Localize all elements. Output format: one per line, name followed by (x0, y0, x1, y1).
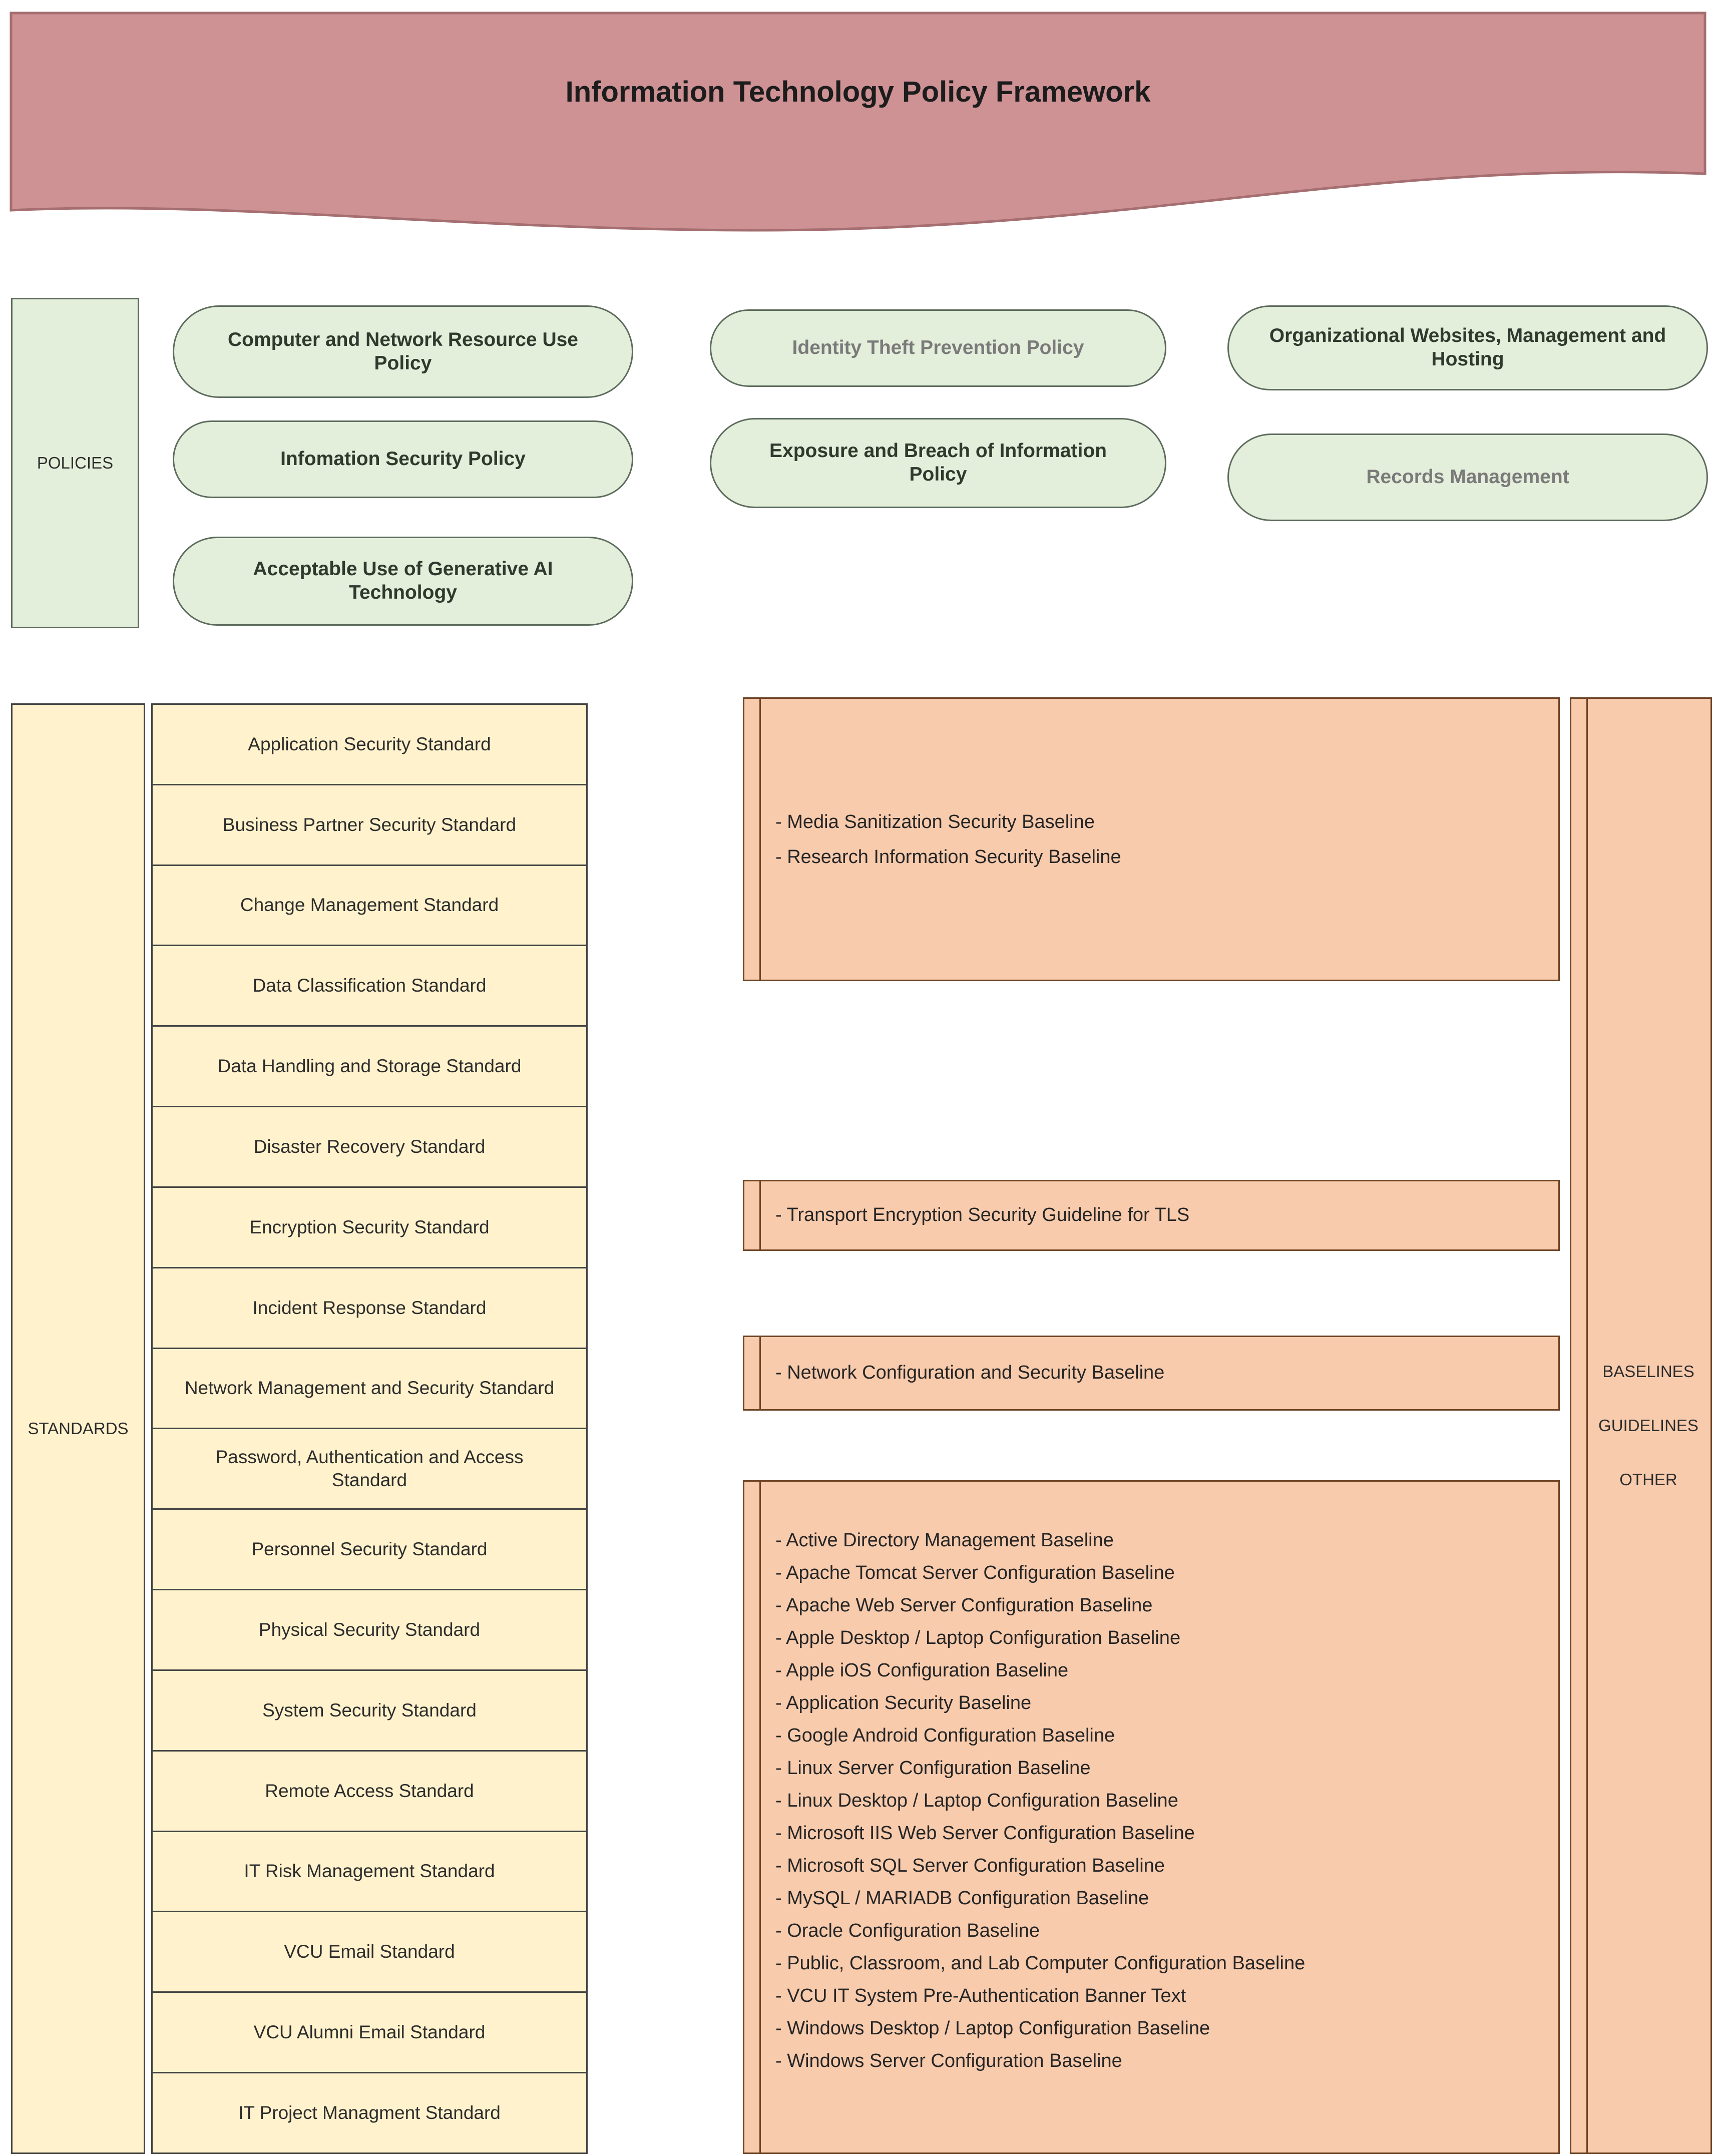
list-line: - Linux Desktop / Laptop Configuration B… (775, 1790, 1178, 1811)
baseline-box-network-config: - Network Configuration and Security Bas… (743, 1336, 1560, 1411)
standards-cell-label: Password, Authentication and Access Stan… (215, 1447, 524, 1491)
policies-label: POLICIES (37, 454, 114, 472)
list-line: - Active Directory Management Baseline (775, 1530, 1114, 1551)
standards-cell: Incident Response Standard (153, 1268, 586, 1349)
baseline-box-media-research: - Media Sanitization Security Baseline - … (743, 697, 1560, 981)
list-line: - Apple iOS Configuration Baseline (775, 1660, 1069, 1681)
standards-cell-label: Network Management and Security Standard (184, 1378, 555, 1399)
policy-pill-records-management: Records Management (1227, 434, 1708, 521)
baseline-lines: - Network Configuration and Security Bas… (775, 1337, 1546, 1409)
standards-cell-label: Application Security Standard (248, 733, 491, 754)
standards-cell-label: Business Partner Security Standard (222, 814, 517, 835)
policy-pill-label: Infomation Security Policy (280, 448, 526, 470)
list-line: - MySQL / MARIADB Configuration Baseline (775, 1888, 1149, 1909)
policy-pill-computer-network-resource-use: Computer and Network Resource Use Policy (173, 305, 633, 398)
policy-pill-exposure-breach: Exposure and Breach of Information Polic… (710, 418, 1166, 508)
standards-cell-label: Incident Response Standard (252, 1297, 487, 1318)
standards-cell-label: System Security Standard (262, 1699, 477, 1720)
list-line: - Transport Encryption Security Guidelin… (775, 1204, 1190, 1226)
list-line: - Linux Server Configuration Baseline (775, 1758, 1091, 1779)
list-line: OTHER (1619, 1470, 1677, 1489)
standards-cell: Password, Authentication and Access Stan… (153, 1429, 586, 1510)
standards-cell: VCU Email Standard (153, 1912, 586, 1993)
list-line: - Apache Web Server Configuration Baseli… (775, 1595, 1153, 1616)
standards-cell: Network Management and Security Standard (153, 1349, 586, 1430)
standards-cell: Personnel Security Standard (153, 1510, 586, 1591)
standards-cell-label: IT Risk Management Standard (244, 1861, 495, 1882)
standards-cell-label: Data Classification Standard (252, 975, 487, 996)
list-line: - Research Information Security Baseline (775, 846, 1121, 868)
list-line: - Windows Desktop / Laptop Configuration… (775, 2018, 1210, 2039)
list-line: - Media Sanitization Security Baseline (775, 811, 1095, 832)
standards-cell: Application Security Standard (153, 705, 586, 785)
list-line: - Oracle Configuration Baseline (775, 1920, 1040, 1941)
header-wave-shape (10, 12, 1706, 232)
left-strip (744, 1337, 761, 1409)
list-line: - Apple Desktop / Laptop Configuration B… (775, 1627, 1181, 1648)
standards-cell: VCU Alumni Email Standard (153, 1993, 586, 2074)
baseline-lines: - Active Directory Management Baseline - … (775, 1524, 1546, 2077)
standards-cell-label: Change Management Standard (240, 895, 499, 916)
standards-label-box: STANDARDS (11, 703, 145, 2154)
standards-cell-label: Data Handling and Storage Standard (217, 1056, 522, 1077)
list-line: - Windows Server Configuration Baseline (775, 2050, 1122, 2071)
standards-cell: Remote Access Standard (153, 1752, 586, 1832)
legend-box: BASELINES GUIDELINES OTHER (1570, 697, 1712, 2154)
list-line: - Network Configuration and Security Bas… (775, 1362, 1165, 1384)
left-strip (744, 1482, 761, 2152)
standards-cell: Data Classification Standard (153, 946, 586, 1027)
standards-label: STANDARDS (28, 1419, 129, 1438)
list-line: - Application Security Baseline (775, 1692, 1032, 1713)
standards-cell-label: Personnel Security Standard (251, 1539, 488, 1560)
policies-label-box: POLICIES (11, 298, 139, 628)
policy-pill-identity-theft-prevention: Identity Theft Prevention Policy (710, 309, 1166, 387)
left-strip (744, 1181, 761, 1249)
standards-cell: Encryption Security Standard (153, 1188, 586, 1268)
left-strip (1571, 699, 1588, 2152)
baseline-lines: - Media Sanitization Security Baseline - … (775, 699, 1546, 980)
policy-pill-information-security: Infomation Security Policy (173, 420, 633, 498)
standards-cell-label: Encryption Security Standard (249, 1216, 490, 1237)
standards-cell-label: Physical Security Standard (258, 1619, 481, 1640)
baseline-box-configuration-baselines: - Active Directory Management Baseline - … (743, 1480, 1560, 2154)
list-line: BASELINES (1602, 1362, 1694, 1381)
policy-pill-label: Records Management (1366, 466, 1569, 488)
baseline-box-tls-guideline: - Transport Encryption Security Guidelin… (743, 1180, 1560, 1251)
list-line: - Microsoft SQL Server Configuration Bas… (775, 1855, 1165, 1876)
standards-cell: Business Partner Security Standard (153, 785, 586, 866)
standards-cell: Change Management Standard (153, 866, 586, 947)
list-line: - Microsoft IIS Web Server Configuration… (775, 1823, 1195, 1844)
standards-cell: Physical Security Standard (153, 1590, 586, 1671)
policy-pill-label: Computer and Network Resource Use Policy (227, 328, 578, 374)
standards-list: Application Security Standard Business P… (151, 703, 588, 2154)
list-line: GUIDELINES (1598, 1416, 1698, 1435)
standards-cell-label: IT Project Managment Standard (238, 2102, 501, 2123)
standards-cell: System Security Standard (153, 1671, 586, 1752)
policy-pill-label: Identity Theft Prevention Policy (792, 337, 1084, 359)
list-line: - VCU IT System Pre-Authentication Banne… (775, 1985, 1186, 2006)
policy-pill-generative-ai: Acceptable Use of Generative AI Technolo… (173, 537, 633, 626)
page-title: Information Technology Policy Framework (565, 76, 1151, 108)
legend-labels: BASELINES GUIDELINES OTHER (1586, 699, 1710, 2152)
list-line: - Google Android Configuration Baseline (775, 1725, 1115, 1746)
standards-cell: Disaster Recovery Standard (153, 1107, 586, 1188)
list-line: - Public, Classroom, and Lab Computer Co… (775, 1953, 1306, 1974)
policy-pill-org-websites: Organizational Websites, Management and … (1227, 305, 1708, 390)
standards-cell-label: VCU Alumni Email Standard (253, 2022, 486, 2043)
policy-pill-label: Acceptable Use of Generative AI Technolo… (253, 558, 553, 603)
baseline-lines: - Transport Encryption Security Guidelin… (775, 1181, 1546, 1249)
policy-pill-label: Organizational Websites, Management and … (1269, 325, 1666, 370)
header-banner: Information Technology Policy Framework (9, 11, 1707, 239)
standards-cell-label: Remote Access Standard (265, 1780, 474, 1801)
standards-cell: IT Risk Management Standard (153, 1832, 586, 1913)
standards-cell-label: VCU Email Standard (284, 1941, 455, 1962)
list-line: - Apache Tomcat Server Configuration Bas… (775, 1562, 1175, 1583)
left-strip (744, 699, 761, 980)
policy-pill-label: Exposure and Breach of Information Polic… (769, 440, 1107, 485)
standards-cell: Data Handling and Storage Standard (153, 1027, 586, 1108)
standards-cell-label: Disaster Recovery Standard (253, 1136, 486, 1157)
standards-cell: IT Project Managment Standard (153, 2073, 586, 2152)
